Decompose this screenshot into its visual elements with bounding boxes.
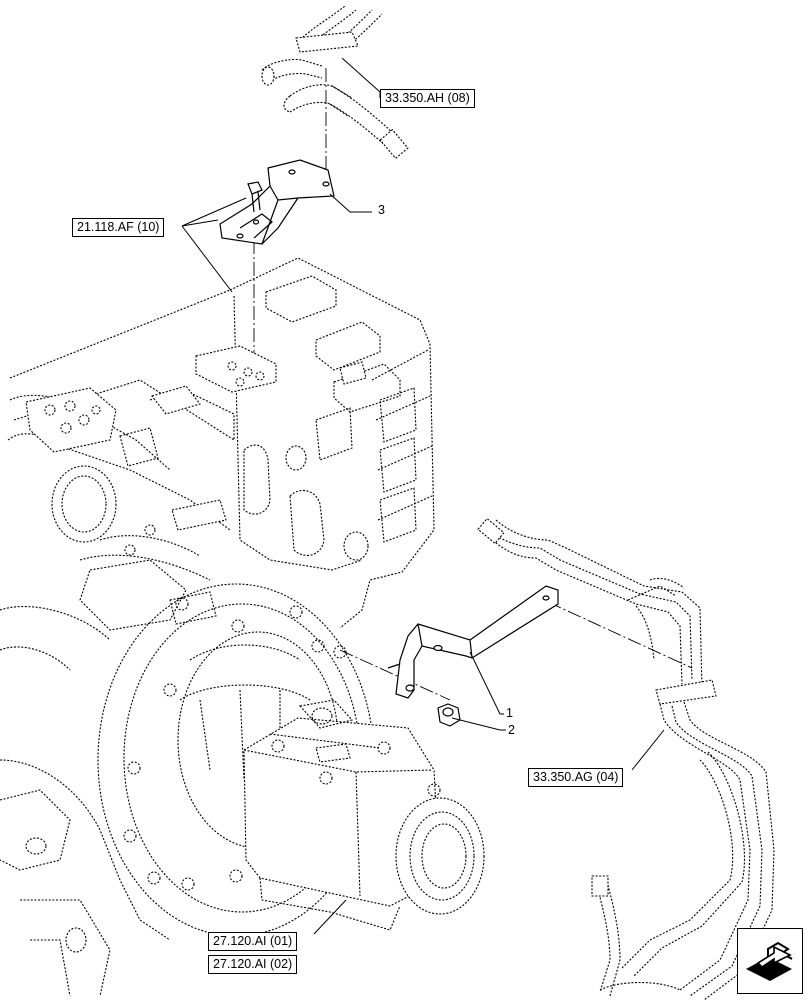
right-hose-assembly: [477, 517, 775, 1000]
top-hose-assembly: [261, 5, 409, 160]
nut-part-2: [437, 703, 461, 727]
ref-link-27-120-ai-01[interactable]: 27.120.AI (01): [208, 932, 298, 951]
ref-link-21-118-af-10[interactable]: 21.118.AF (10): [72, 218, 165, 237]
callout-1: 1: [506, 706, 513, 720]
bracket-part-3: [219, 159, 335, 245]
ref-link-33-350-ag-04[interactable]: 33.350.AG (04): [528, 768, 624, 787]
output-shaft-housing: [243, 699, 485, 931]
next-page-button[interactable]: [737, 928, 803, 994]
ref-link-33-350-ah-08[interactable]: 33.350.AH (08): [380, 89, 475, 108]
next-page-arrow-icon: [746, 941, 793, 981]
bracket-part-1: [387, 585, 559, 699]
callout-3: 3: [378, 203, 385, 217]
ref-link-27-120-ai-02[interactable]: 27.120.AI (02): [208, 955, 298, 974]
callout-2: 2: [508, 723, 515, 737]
left-axle-housing: [0, 387, 231, 997]
transmission-housing: [9, 257, 435, 629]
leader-lines: [181, 57, 665, 935]
